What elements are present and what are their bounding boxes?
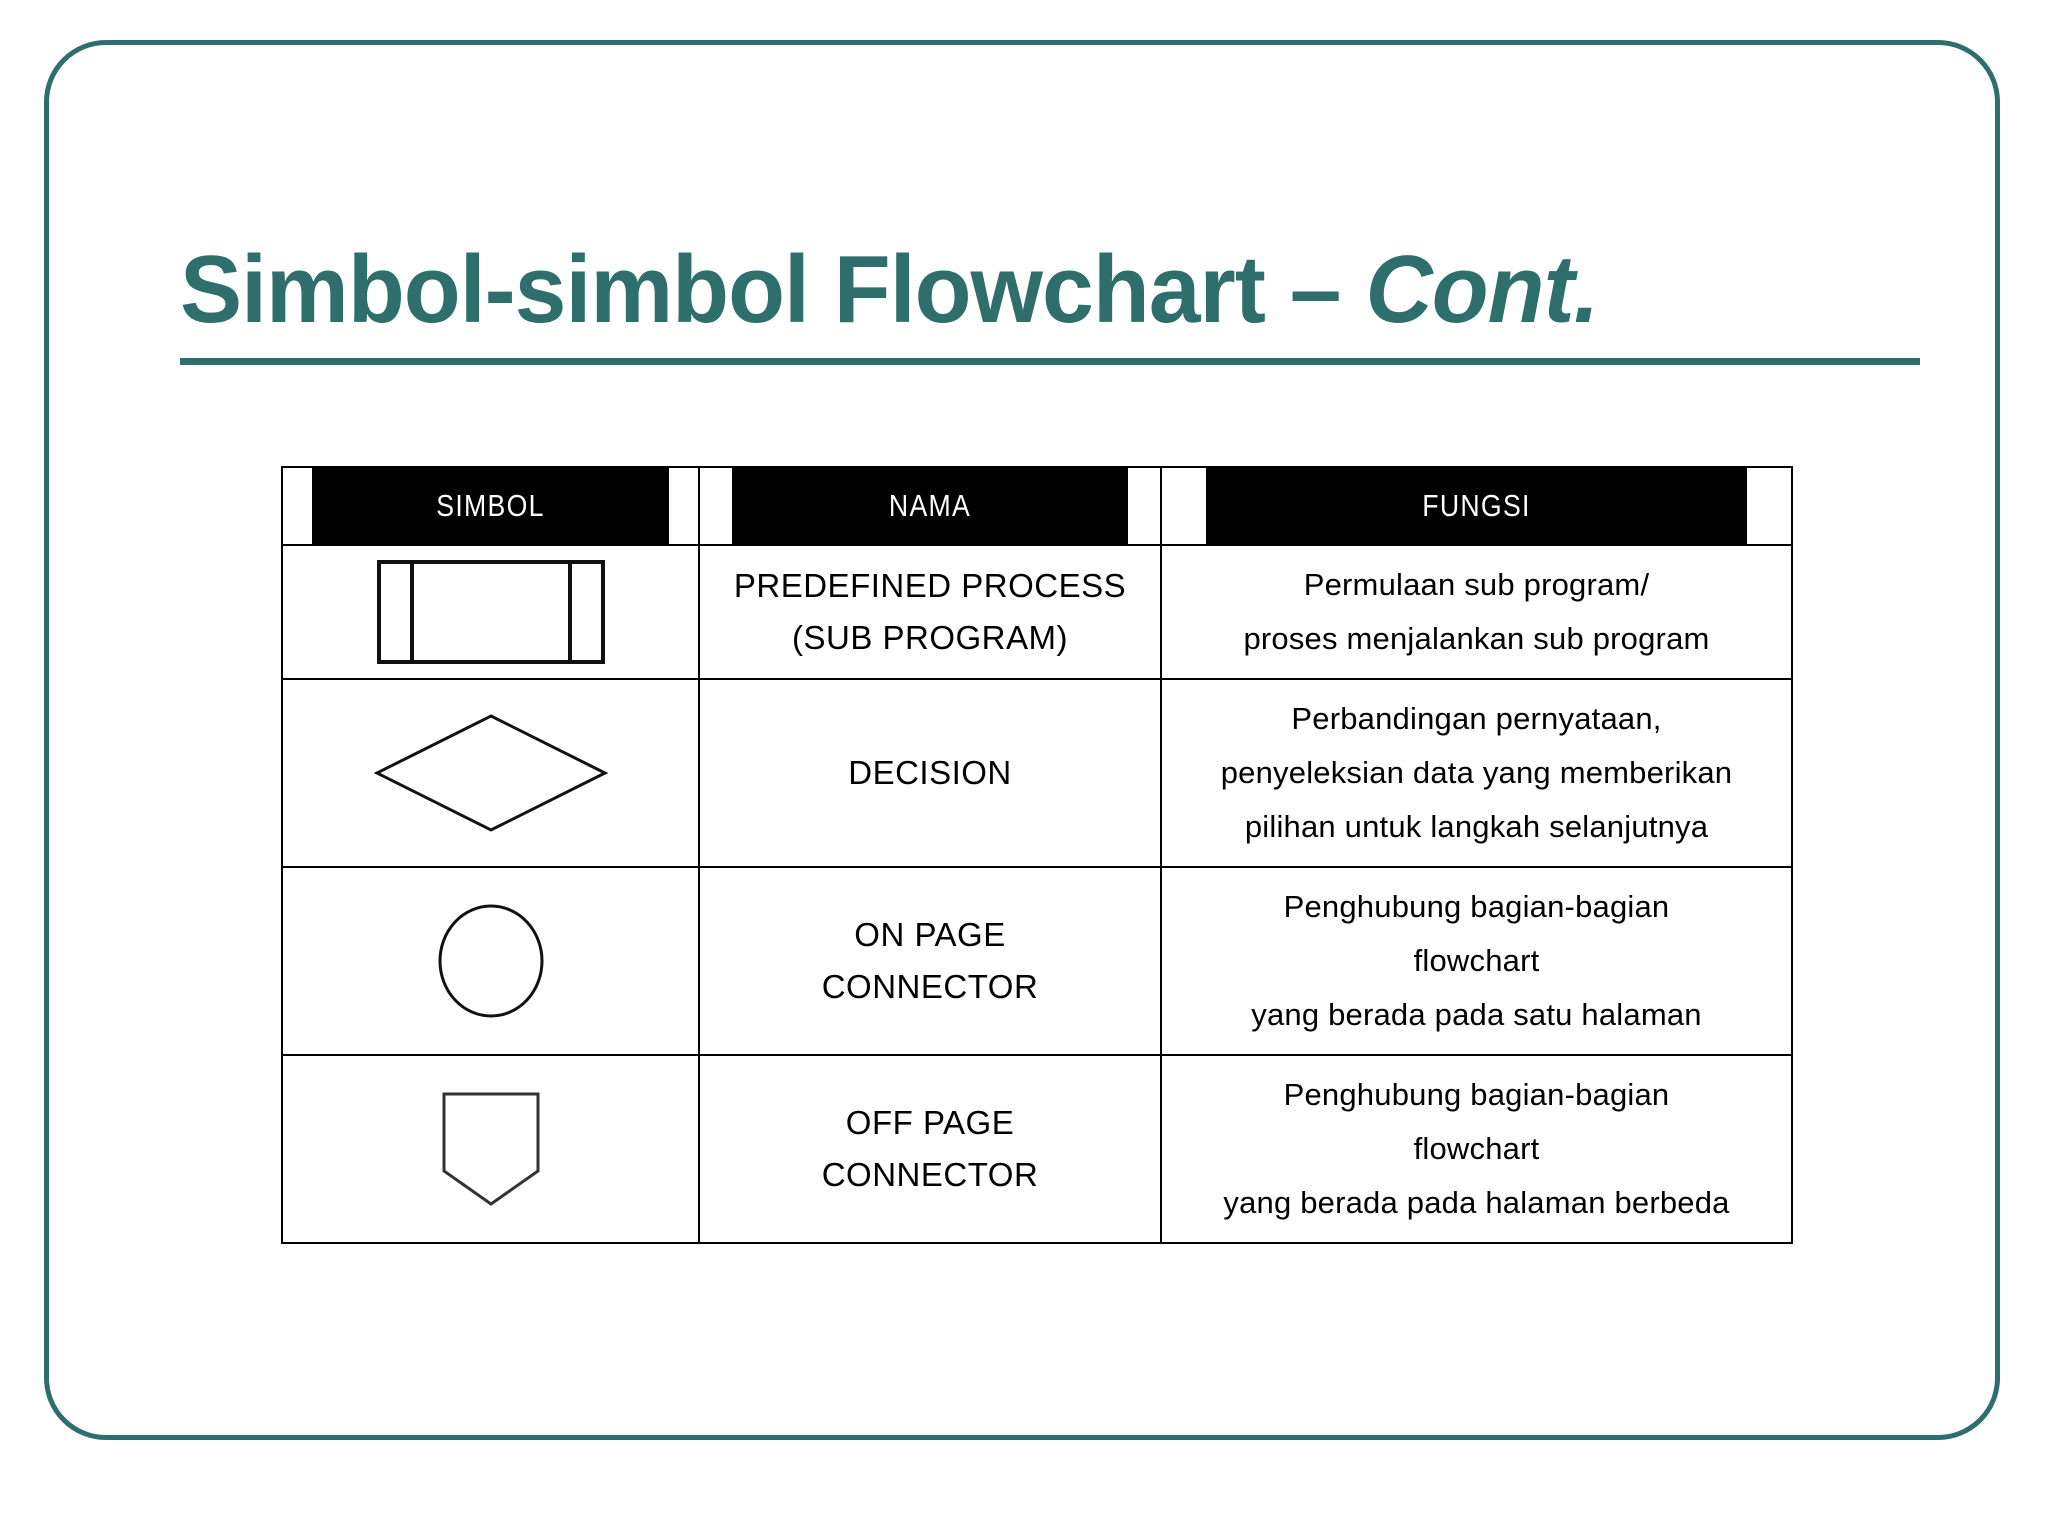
decision-diamond-symbol: [283, 712, 698, 834]
table-row: DECISION Perbandingan pernyataan, penyel…: [281, 678, 1793, 868]
column-header-nama: NAMA: [730, 466, 1130, 546]
fungsi-line: pilihan untuk langkah selanjutnya: [1244, 809, 1709, 844]
fungsi-line: penyeleksian data yang memberikan: [1220, 755, 1733, 790]
fungsi-cell: Permulaan sub program/ proses menjalanka…: [1160, 544, 1793, 680]
fungsi-line: flowchart: [1413, 1131, 1540, 1166]
off-page-connector-symbol: [283, 1091, 698, 1207]
nama-cell: OFF PAGE CONNECTOR: [698, 1054, 1162, 1244]
table-row: PREDEFINED PROCESS (SUB PROGRAM) Permula…: [281, 544, 1793, 680]
table-row: OFF PAGE CONNECTOR Penghubung bagian-bag…: [281, 1054, 1793, 1244]
fungsi-cell: Penghubung bagian-bagian flowchart yang …: [1160, 866, 1793, 1056]
symbol-cell: [281, 544, 700, 680]
table-header: SIMBOL NAMA FUNGSI: [282, 466, 1792, 546]
title-underline-rule: [180, 358, 1920, 365]
fungsi-line: flowchart: [1413, 943, 1540, 978]
nama-line: PREDEFINED PROCESS: [733, 567, 1127, 604]
symbol-cell: [281, 678, 700, 868]
column-header-fungsi: FUNGSI: [1204, 466, 1749, 546]
fungsi-line: proses menjalankan sub program: [1243, 621, 1710, 656]
fungsi-line: Perbandingan pernyataan,: [1291, 701, 1662, 736]
symbol-cell: [281, 866, 700, 1056]
nama-cell: PREDEFINED PROCESS (SUB PROGRAM): [698, 544, 1162, 680]
fungsi-cell: Penghubung bagian-bagian flowchart yang …: [1160, 1054, 1793, 1244]
fungsi-line: Permulaan sub program/: [1303, 567, 1650, 602]
fungsi-cell: Perbandingan pernyataan, penyeleksian da…: [1160, 678, 1793, 868]
page-title-emphasis: Cont.: [1365, 236, 1599, 343]
predefined-process-symbol: [283, 559, 698, 665]
fungsi-line: yang berada pada satu halaman: [1251, 997, 1702, 1032]
column-header-simbol: SIMBOL: [310, 466, 671, 546]
nama-line: (SUB PROGRAM): [791, 619, 1068, 656]
flowchart-symbol-table: SIMBOL NAMA FUNGSI PRE: [281, 466, 1793, 1244]
table-row: ON PAGE CONNECTOR Penghubung bagian-bagi…: [281, 866, 1793, 1056]
on-page-connector-symbol: [283, 902, 698, 1020]
nama-line: ON PAGE: [854, 916, 1006, 953]
nama-line: CONNECTOR: [821, 1156, 1039, 1193]
table-body: PREDEFINED PROCESS (SUB PROGRAM) Permula…: [281, 544, 1793, 1244]
page-title-main: Simbol-simbol Flowchart –: [180, 236, 1366, 343]
fungsi-line: Penghubung bagian-bagian: [1283, 1077, 1670, 1112]
nama-line: OFF PAGE: [845, 1104, 1015, 1141]
nama-cell: ON PAGE CONNECTOR: [698, 866, 1162, 1056]
page-title-text: Simbol-simbol Flowchart – Cont.: [180, 238, 1868, 342]
fungsi-line: yang berada pada halaman berbeda: [1223, 1185, 1730, 1220]
nama-line: DECISION: [848, 754, 1012, 791]
table-header-row: SIMBOL NAMA FUNGSI: [282, 466, 1792, 546]
page-title: Simbol-simbol Flowchart – Cont.: [180, 238, 1920, 365]
symbol-cell: [281, 1054, 700, 1244]
fungsi-line: Penghubung bagian-bagian: [1283, 889, 1670, 924]
nama-cell: DECISION: [698, 678, 1162, 868]
nama-line: CONNECTOR: [821, 968, 1039, 1005]
